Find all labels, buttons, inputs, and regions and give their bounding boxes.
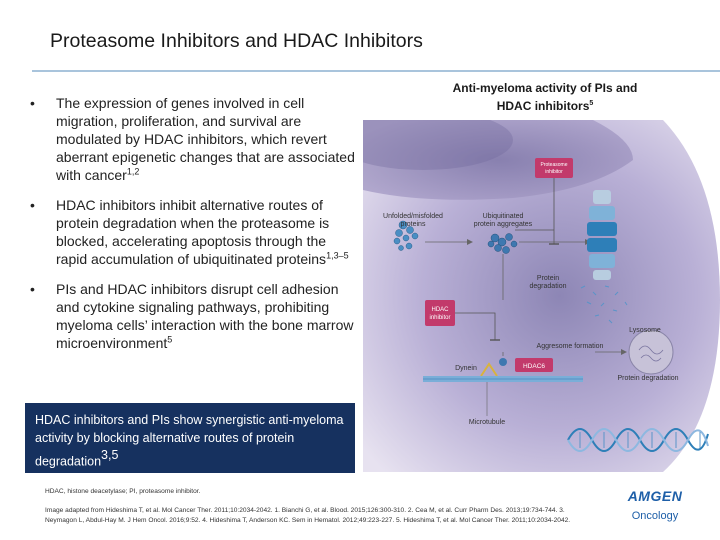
figure-title-ref: 5 [589, 100, 594, 107]
callout-refs: 3,5 [101, 448, 119, 462]
slide-title: Proteasome Inhibitors and HDAC Inhibitor… [50, 30, 423, 52]
hdac6-label: HDAC6 [523, 363, 545, 370]
unfolded-proteins-label: Unfolded/misfolded [383, 213, 443, 220]
mechanism-diagram: Proteasome inhibitor Unfolded/misfolded … [363, 120, 720, 472]
proteasome-inhibitor-label: Proteasome [541, 162, 568, 168]
references: Image adapted from Hideshima T, et al. M… [45, 507, 571, 524]
hdac6-box [515, 358, 553, 372]
bullet-refs: 5 [167, 334, 173, 345]
proteasome-inhibitor-label: inhibitor [545, 169, 563, 175]
proteasome-complex [587, 190, 617, 280]
cell-nucleus [363, 120, 633, 200]
misfolded-protein-cluster [393, 220, 419, 251]
logo-brand: AMGEN [627, 488, 683, 504]
proteasome-inhibitor-box [535, 158, 573, 178]
bullet-list: • The expression of genes involved in ce… [30, 94, 360, 364]
logo-division: Oncology [631, 510, 679, 522]
protein-degradation-label: degradation [530, 283, 567, 290]
figure-title-text: Anti-myeloma activity of PIs and HDAC in… [452, 81, 638, 113]
amgen-logo: AMGEN Oncology [620, 488, 690, 522]
unfolded-proteins-label: proteins [401, 221, 426, 228]
ubiquitinated-aggregate [487, 233, 518, 254]
bullet-refs: 1,3–5 [326, 250, 349, 261]
bullet-text: PIs and HDAC inhibitors disrupt cell adh… [56, 281, 354, 351]
lysosome-label: Lysosome [629, 327, 661, 334]
hdac-inhibitor-label: inhibitor [429, 315, 450, 321]
dna-helix-decoration [567, 428, 709, 452]
hdac-inhibitor-label: HDAC [431, 307, 449, 313]
aggresome-label: Aggresome formation [537, 343, 604, 350]
protein-degradation-2-label: Protein degradation [617, 375, 678, 382]
hdac-inhibitor-box [425, 300, 455, 326]
abbreviation-footnote: HDAC, histone deacetylase; PI, proteasom… [45, 488, 201, 495]
ubiquitinated-label: Ubiquitinated [483, 213, 524, 220]
cell-membrane [363, 120, 720, 472]
bullet-refs: 1,2 [126, 166, 140, 177]
callout-text: HDAC inhibitors and PIs show synergistic… [35, 413, 344, 469]
summary-callout: HDAC inhibitors and PIs show synergistic… [25, 403, 355, 473]
bullet-dot-icon: • [30, 95, 35, 111]
microtubule-label: Microtubule [469, 419, 505, 426]
bullet-dot-icon: • [30, 197, 35, 213]
ubiquitinated-label: protein aggregates [474, 221, 533, 228]
bullet-dot-icon: • [30, 281, 35, 297]
bullet-item: • HDAC inhibitors inhibit alternative ro… [30, 196, 360, 268]
peptide-fragments [580, 285, 628, 324]
bullet-item: • The expression of genes involved in ce… [30, 94, 360, 184]
protein-degradation-label: Protein [537, 275, 559, 282]
bullet-text: HDAC inhibitors inhibit alternative rout… [56, 197, 330, 267]
title-divider [32, 70, 720, 72]
dynein-motor [480, 362, 498, 377]
bullet-item: • PIs and HDAC inhibitors disrupt cell a… [30, 280, 360, 352]
dynein-label: Dynein [455, 365, 477, 372]
inhibition-arrow [455, 312, 496, 340]
figure-title: Anti-myeloma activity of PIs and HDAC in… [440, 80, 650, 114]
lysosome [628, 329, 674, 375]
bullet-text: The expression of genes involved in cell… [56, 95, 355, 183]
